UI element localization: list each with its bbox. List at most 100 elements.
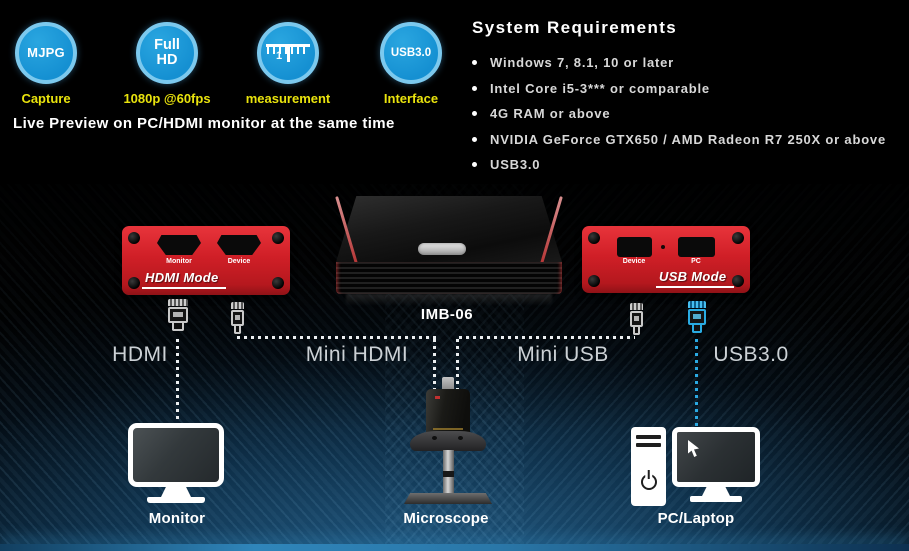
requirement-item: Intel Core i5-3*** or comparable	[472, 76, 886, 102]
measurement-label: measurement	[245, 91, 331, 106]
usb3-plug-icon	[688, 301, 706, 333]
feature-fullhd: Full HD 1080p @60fps	[105, 22, 229, 106]
requirement-text: 4G RAM or above	[490, 106, 611, 122]
endpoint-label-monitor: Monitor	[148, 510, 206, 527]
power-icon	[640, 474, 657, 490]
mjpg-label: Capture	[21, 91, 71, 106]
dome-dot	[458, 436, 463, 440]
imb06-label: IMB-06	[420, 306, 474, 323]
mjpg-badge-text: MJPG	[27, 45, 65, 61]
pc-monitor-stand-base	[690, 496, 742, 502]
requirement-item: 4G RAM or above	[472, 101, 886, 127]
cable-mini-usb-line-h	[459, 336, 635, 339]
feature-measurement: 1 measurement	[226, 22, 350, 106]
usb-port-device	[617, 237, 652, 257]
pc-monitor-stand-neck	[702, 486, 730, 496]
cable-label-mini-hdmi: Mini HDMI	[305, 343, 409, 366]
imb06-shadow	[346, 294, 552, 306]
requirement-item: USB3.0	[472, 152, 886, 178]
cable-label-hdmi: HDMI	[112, 343, 168, 366]
cursor-icon	[688, 440, 699, 457]
usb-mode-label: USB Mode	[656, 269, 735, 288]
cable-label-usb3: USB3.0	[713, 343, 789, 366]
microscope-led	[435, 396, 440, 399]
hdmi-port-monitor	[157, 235, 201, 255]
mini-usb-plug-icon	[630, 303, 643, 335]
port-label-device: Device	[227, 258, 251, 265]
pc-tower-illustration	[631, 427, 666, 506]
requirement-text: USB3.0	[490, 157, 541, 173]
screw-icon	[588, 232, 600, 244]
cable-mini-hdmi-line-h	[237, 336, 436, 339]
background-bottom-bar	[0, 544, 909, 551]
hdmi-mode-adapter: Monitor Device HDMI Mode	[122, 226, 290, 295]
mini-hdmi-plug-icon	[231, 302, 244, 334]
bullet-dot	[472, 111, 477, 117]
dome-dot	[432, 436, 437, 440]
bullet-dot	[472, 162, 477, 168]
usb-mode-adapter: Device PC USB Mode	[582, 226, 750, 293]
fullhd-badge-bottom: HD	[156, 52, 178, 68]
pole-band	[443, 471, 454, 477]
requirement-text: NVIDIA GeForce GTX650 / AMD Radeon R7 25…	[490, 131, 886, 147]
monitor-stand-neck	[161, 486, 191, 497]
microscope-camera-body	[426, 389, 470, 435]
screw-icon	[128, 232, 140, 244]
bullet-dot	[472, 85, 477, 91]
hdmi-plug-icon	[168, 299, 188, 331]
usb3-icon: USB3.0	[380, 22, 442, 84]
microscope-cable-plug	[442, 377, 454, 391]
port-label-monitor: Monitor	[166, 258, 192, 265]
screw-icon	[128, 277, 140, 289]
microscope-gold-band	[432, 428, 464, 430]
fullhd-icon: Full HD	[136, 22, 198, 84]
led-dot	[661, 245, 665, 249]
microscope-dome	[410, 431, 486, 451]
screw-icon	[732, 232, 744, 244]
cable-label-mini-usb: Mini USB	[517, 343, 609, 366]
requirement-item: Windows 7, 8.1, 10 or later	[472, 50, 886, 76]
usb-port-pc	[678, 237, 715, 257]
ruler-glyph: 1	[266, 44, 310, 66]
bullet-dot	[472, 136, 477, 142]
imb06-front-face	[336, 262, 562, 294]
monitor-stand-base	[147, 497, 205, 503]
screw-icon	[272, 232, 284, 244]
mjpg-icon: MJPG	[15, 22, 77, 84]
cable-usb3-line	[695, 339, 698, 427]
imb06-device	[335, 196, 563, 311]
hdmi-mode-label: HDMI Mode	[142, 270, 227, 289]
requirement-item: NVIDIA GeForce GTX650 / AMD Radeon R7 25…	[472, 127, 886, 153]
cable-mini-hdmi-line-v	[433, 339, 436, 418]
endpoint-label-microscope: Microscope	[403, 510, 489, 527]
cable-hdmi-line	[176, 339, 179, 422]
microscope-illustration	[404, 377, 492, 504]
usb3-badge-text: USB3.0	[390, 46, 432, 59]
usb3-label: Interface	[383, 91, 439, 106]
feature-mjpg: MJPG Capture	[0, 22, 108, 106]
tower-slot	[636, 443, 661, 447]
system-requirements-title: System Requirements	[472, 18, 678, 37]
tower-slot	[636, 435, 661, 439]
ruler-number: 1	[276, 50, 283, 62]
screw-icon	[272, 277, 284, 289]
bullet-dot	[472, 60, 477, 66]
imb06-logo-badge	[418, 243, 467, 255]
requirement-text: Windows 7, 8.1, 10 or later	[490, 55, 675, 71]
fullhd-badge-top: Full	[154, 36, 180, 53]
microscope-base	[404, 493, 492, 504]
ruler-icon: 1	[257, 22, 319, 84]
monitor-illustration	[128, 423, 224, 503]
system-requirements: System Requirements Windows 7, 8.1, 10 o…	[472, 18, 886, 178]
cable-mini-usb-line-v	[456, 339, 459, 418]
port-label-pc: PC	[691, 258, 701, 265]
fullhd-label: 1080p @60fps	[123, 91, 211, 106]
screw-icon	[732, 275, 744, 287]
hdmi-port-device	[217, 235, 261, 255]
requirement-text: Intel Core i5-3*** or comparable	[490, 80, 710, 96]
monitor-screen	[128, 423, 224, 487]
pc-monitor-screen	[672, 427, 760, 487]
endpoint-label-pc: PC/Laptop	[657, 510, 735, 527]
tagline: Live Preview on PC/HDMI monitor at the s…	[13, 115, 395, 132]
